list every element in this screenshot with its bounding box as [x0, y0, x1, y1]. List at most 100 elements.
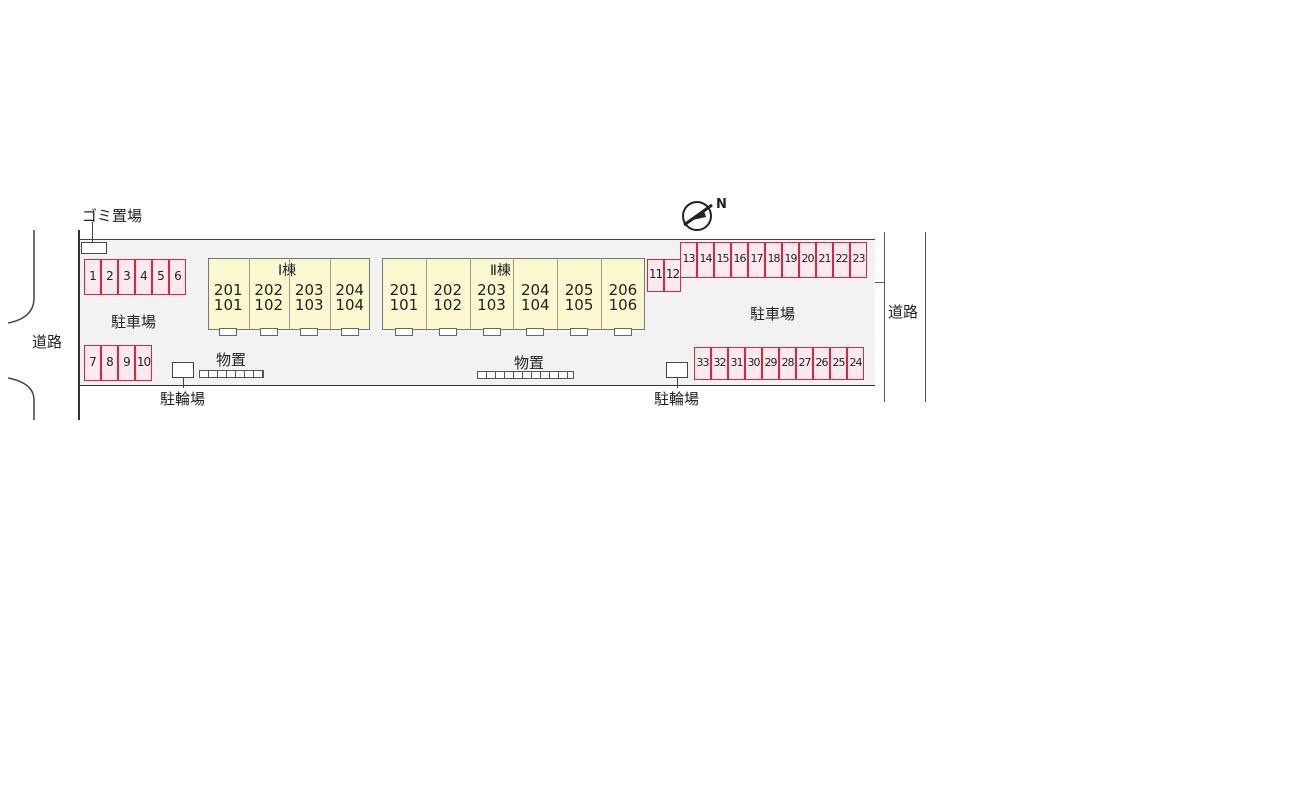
unit-entrance [613, 328, 632, 336]
parking-slot: 3 [118, 259, 135, 295]
parking-slot: 26 [813, 347, 830, 380]
road-left-label: 道路 [32, 333, 63, 351]
parking-slot: 12 [664, 259, 681, 292]
parking-slot: 5 [152, 259, 169, 295]
unit-entrance [300, 328, 319, 336]
parking-slot: 6 [169, 259, 186, 295]
unit-entrance [438, 328, 457, 336]
right-road-edge-outer [925, 232, 926, 402]
parking-slot: 19 [782, 242, 799, 278]
parking-slot: 33 [694, 347, 711, 380]
bike-parking-right-label: 駐輪場 [654, 390, 700, 408]
storage-right [477, 371, 574, 379]
garbage-leader-line [92, 222, 93, 242]
unit-lower-number: 103 [477, 296, 506, 314]
unit-upper-number: 203 [477, 281, 506, 299]
parking-slot: 10 [135, 345, 152, 381]
parking-slot: 18 [765, 242, 782, 278]
unit-lower-number: 104 [335, 296, 365, 314]
unit-lower-number: 101 [213, 296, 243, 314]
unit-lower-number: 102 [254, 296, 284, 314]
storage-right-label: 物置 [514, 354, 545, 372]
parking-slot: 23 [850, 242, 867, 278]
unit-upper-number: 202 [433, 281, 462, 299]
parking-slot: 30 [745, 347, 762, 380]
unit-upper-number: 203 [294, 281, 324, 299]
parking-slot: 4 [135, 259, 152, 295]
unit-entrance [526, 328, 545, 336]
parking-slot: 13 [680, 242, 697, 278]
unit-entrance [570, 328, 589, 336]
parking-slot: 25 [830, 347, 847, 380]
bike-parking-left [172, 362, 194, 378]
north-arrow-icon [682, 201, 713, 231]
building-1-label: Ⅰ棟 [278, 263, 297, 279]
parking-slot: 29 [762, 347, 779, 380]
unit-divider [601, 258, 602, 330]
parking-slot: 24 [847, 347, 864, 380]
north-letter: N [716, 197, 727, 212]
unit-entrance [219, 328, 238, 336]
parking-slot: 32 [711, 347, 728, 380]
unit-entrance [259, 328, 278, 336]
parking-slot: 22 [833, 242, 850, 278]
parking-slot: 20 [799, 242, 816, 278]
unit-entrance [394, 328, 413, 336]
parking-slot: 1 [84, 259, 101, 295]
unit-lower-number: 102 [433, 296, 462, 314]
unit-divider [289, 258, 290, 330]
unit-divider [425, 258, 427, 330]
storage-left [199, 370, 264, 378]
unit-divider [248, 258, 250, 330]
right-road-edge [884, 232, 885, 402]
unit-upper-number: 204 [335, 281, 365, 299]
unit-upper-number: 202 [254, 281, 284, 299]
unit-upper-number: 201 [213, 281, 243, 299]
right-road-tick [875, 282, 884, 283]
parking-right-label: 駐車場 [750, 305, 796, 323]
unit-upper-number: 205 [564, 281, 594, 299]
parking-left-label: 駐車場 [111, 313, 157, 331]
parking-slot: 14 [697, 242, 714, 278]
unit-entrance [482, 328, 501, 336]
parking-slot: 7 [84, 345, 101, 381]
unit-lower-number: 104 [520, 296, 550, 314]
parking-slot: 11 [647, 259, 664, 292]
parking-slot: 2 [101, 259, 118, 295]
unit-upper-number: 204 [520, 281, 550, 299]
unit-lower-number: 101 [389, 296, 419, 314]
unit-divider [557, 258, 559, 330]
parking-slot: 17 [748, 242, 765, 278]
unit-divider [469, 258, 471, 330]
garbage-area-label: ゴミ置場 [82, 207, 143, 225]
building-2-label: Ⅱ棟 [490, 263, 511, 279]
bike-right-leader [677, 378, 678, 388]
unit-divider [513, 258, 515, 330]
unit-divider [329, 258, 331, 330]
unit-entrance [340, 328, 359, 336]
bike-parking-right [666, 362, 688, 378]
garbage-area [81, 242, 107, 254]
parking-slot: 28 [779, 347, 796, 380]
parking-slot: 31 [728, 347, 745, 380]
bike-left-leader [183, 378, 184, 388]
bike-parking-left-label: 駐輪場 [160, 390, 206, 408]
site-west-wall [78, 230, 80, 420]
road-right-label: 道路 [888, 303, 919, 321]
unit-lower-number: 103 [294, 296, 324, 314]
parking-slot: 15 [714, 242, 731, 278]
parking-slot: 8 [101, 345, 118, 381]
